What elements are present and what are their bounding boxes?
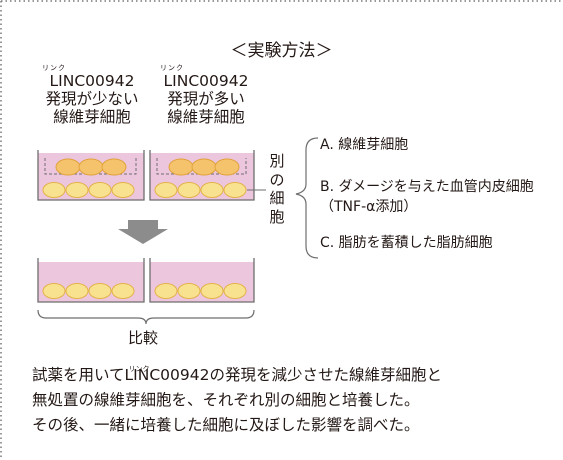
condition-high: リンク LINC00942 発現が多い 線維芽細胞 — [152, 64, 260, 126]
bottom-cell — [111, 182, 135, 198]
option-b-line1: B. ダメージを与えた血管内皮細胞 — [320, 179, 534, 195]
bottom-cell — [177, 283, 201, 299]
insert-cell — [55, 158, 81, 176]
culture-dish-high — [149, 150, 255, 201]
condition-low-line3: 線維芽細胞 — [53, 108, 131, 126]
culture-dish-low — [37, 150, 145, 201]
insert-cell — [168, 158, 194, 176]
insert-cell — [214, 158, 240, 176]
description-ruby-base-text: LINC — [124, 366, 161, 384]
option-a-text: A. 線維芽細胞 — [320, 137, 409, 153]
bottom-cell — [42, 283, 66, 299]
insert-cell — [191, 158, 217, 176]
other-cells-label-text: 別の細胞 — [268, 152, 286, 226]
culture-dish-result-high — [149, 258, 255, 303]
description-line1-suffix: 00942の発現を減少させた線維芽細胞と — [160, 366, 442, 384]
insert-cell — [101, 158, 127, 176]
condition-low: リンク LINC00942 発現が少ない 線維芽細胞 — [38, 64, 146, 126]
bottom-cell — [154, 182, 178, 198]
bottom-cell — [88, 283, 112, 299]
description-line3: その後、一緒に培養した細胞に及ぼした影響を調べた。 — [32, 416, 420, 434]
bottom-cell — [200, 182, 224, 198]
option-a: A. 線維芽細胞 — [320, 136, 408, 154]
condition-high-line2: 発現が多い — [167, 90, 245, 108]
culture-dish-result-low — [37, 258, 145, 303]
option-b: B. ダメージを与えた血管内皮細胞 （TNF-α添加） — [320, 178, 534, 216]
option-b-line2: （TNF-α添加） — [320, 199, 418, 215]
bottom-cell — [223, 283, 247, 299]
other-cells-label-char: の — [269, 170, 285, 189]
description-ruby: リンク — [128, 365, 150, 373]
bottom-cell — [177, 182, 201, 198]
compare-brace — [37, 309, 255, 325]
bottom-cell — [65, 283, 89, 299]
insert-cell — [78, 158, 104, 176]
bottom-cell — [88, 182, 112, 198]
diagram-title: ＜実験方法＞ — [230, 41, 333, 61]
bottom-cell — [200, 283, 224, 299]
options-brace — [295, 137, 319, 259]
other-cells-label-char: 別 — [269, 152, 285, 170]
condition-high-ruby: リンク — [160, 64, 184, 72]
bottom-cell — [42, 182, 66, 198]
condition-high-line3: 線維芽細胞 — [167, 108, 245, 126]
condition-low-line1: LINC00942 — [49, 72, 135, 90]
other-cells-label-char: 細 — [269, 189, 285, 207]
down-arrow — [118, 220, 168, 244]
bottom-cell — [223, 182, 247, 198]
option-c-text: C. 脂肪を蓄積した脂肪細胞 — [320, 235, 493, 251]
condition-low-ruby: リンク — [42, 64, 66, 72]
description-line2: 無処置の線維芽細胞を、それぞれ別の細胞と培養した。 — [32, 391, 420, 409]
compare-label: 比較 — [128, 329, 159, 347]
condition-high-line1: LINC00942 — [163, 72, 249, 90]
bottom-cell — [111, 283, 135, 299]
bottom-cell — [65, 182, 89, 198]
condition-low-line2: 発現が少ない — [45, 90, 139, 108]
other-cells-label-char: 胞 — [269, 207, 285, 226]
option-c: C. 脂肪を蓄積した脂肪細胞 — [320, 234, 493, 252]
bottom-cell — [154, 283, 178, 299]
other-cells-label: 別の細胞 — [268, 152, 286, 226]
description-line1-prefix: 試薬を用いて — [32, 366, 125, 384]
